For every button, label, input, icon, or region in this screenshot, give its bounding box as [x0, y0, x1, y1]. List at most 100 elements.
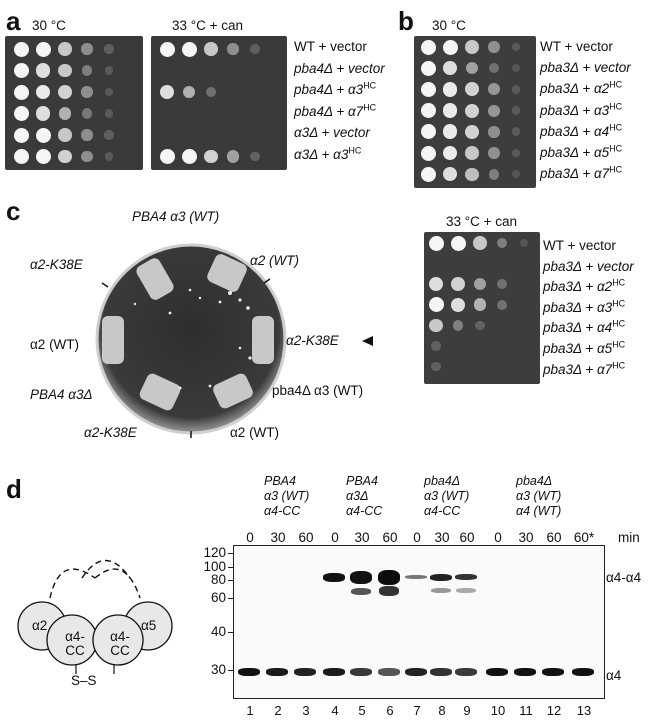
lane-number: 12 — [546, 703, 562, 718]
row-label: WT + vector — [543, 238, 616, 253]
colony-spot — [431, 362, 441, 372]
time-unit: min — [618, 530, 640, 545]
colony-spot — [465, 82, 479, 97]
lane-number: 13 — [576, 703, 592, 718]
panel-b-plate-33c-can — [424, 232, 540, 384]
colony-spot — [511, 42, 521, 52]
colony-grid — [414, 36, 536, 188]
colony-spot — [35, 84, 51, 100]
mw-marker-label: 60 — [210, 590, 226, 605]
colony-spot — [465, 124, 479, 139]
row-label: pba3Δ + α4HC — [540, 122, 623, 139]
row-label: pba3Δ + α5HC — [540, 143, 623, 160]
monomer-band — [238, 668, 260, 676]
colony-spot — [58, 63, 72, 78]
colony-spot — [13, 63, 29, 78]
lane-number: 5 — [358, 703, 366, 718]
row-label: pba3Δ + α2HC — [543, 277, 626, 295]
row-label: WT + vector — [540, 39, 613, 54]
colony-spot — [442, 145, 458, 161]
colony-spot — [104, 109, 114, 118]
lane-number: 3 — [302, 703, 310, 718]
colony-spot — [473, 278, 487, 291]
colony-spot — [58, 85, 72, 99]
colony-spot — [428, 235, 444, 251]
monomer-band — [294, 668, 316, 676]
colony-spot — [226, 150, 240, 163]
dimer-band — [405, 575, 427, 579]
mw-tick — [228, 580, 233, 581]
colony-spot — [104, 87, 114, 97]
colony-spot — [442, 82, 458, 97]
timepoint-label: 60 — [298, 530, 314, 545]
dimer-band — [323, 572, 345, 582]
monomer-band — [378, 668, 400, 676]
colony-spot — [13, 149, 29, 164]
colony-spot — [104, 152, 114, 161]
row-label: pba3Δ + α4HC — [543, 318, 626, 336]
panel-a-plate-30c — [5, 36, 143, 170]
panel-d-label: d — [6, 474, 22, 504]
timepoint-label: 0 — [494, 530, 502, 545]
colony-grid — [5, 36, 143, 170]
colony-spot — [58, 128, 72, 142]
subunit-label-a4cc-left: α4-CC — [65, 629, 85, 658]
lane-number: 8 — [438, 703, 446, 718]
colony-spot — [511, 106, 521, 115]
timepoint-label: 30 — [354, 530, 370, 545]
row-label: pba4Δ + α7HC — [294, 102, 377, 119]
panel-b-top-condition: 30 °C — [432, 18, 466, 33]
panel-b-top-row-labels: WT + vector pba3Δ + vector pba3Δ + α2HC … — [540, 40, 631, 188]
timepoint-label: 60 — [382, 530, 398, 545]
mw-tick — [228, 632, 233, 633]
panel-c-label: c — [6, 196, 21, 226]
colony-spot — [181, 149, 197, 164]
disulfide-bond-label: S–S — [71, 673, 97, 688]
colony-spot — [13, 41, 29, 57]
colony-spot — [442, 167, 458, 182]
subunit-label-a2: α2 — [32, 618, 48, 633]
colony-spot — [204, 42, 218, 56]
colony-spot — [420, 81, 436, 97]
lane-number: 9 — [463, 703, 471, 718]
colony-spot — [159, 149, 175, 164]
petri-dish — [95, 243, 287, 438]
mw-marker-label: 80 — [210, 572, 226, 587]
panel-b-plate-30c — [414, 36, 536, 188]
colony-spot — [511, 148, 521, 158]
mw-tick — [228, 598, 233, 599]
row-label: pba3Δ + α3HC — [540, 101, 623, 118]
lane-number: 4 — [331, 703, 339, 718]
monomer-band — [350, 668, 372, 676]
colony-grid — [151, 36, 287, 170]
colony-spot — [250, 44, 260, 54]
sector-label-top: PBA4 α3 (WT) — [132, 209, 220, 224]
colony-spot — [104, 130, 114, 140]
colony-spot — [450, 235, 466, 251]
colony-spot — [519, 238, 529, 248]
colony-spot — [511, 170, 521, 179]
timepoint-label: 60* — [573, 530, 595, 545]
colony-spot — [205, 86, 217, 98]
colony-spot — [250, 151, 260, 162]
timepoint-label: 30 — [518, 530, 534, 545]
monomer-band — [323, 668, 345, 676]
sector-label-mid-right: α2-K38E — [286, 333, 339, 348]
western-blot — [233, 545, 605, 699]
dimer-band — [430, 573, 452, 581]
dimer-band — [456, 587, 476, 593]
band-label-monomer: α4 — [606, 668, 622, 683]
colony-spot — [488, 126, 500, 138]
sector-label-bottom-left: α2-K38E — [84, 425, 137, 440]
colony-spot — [13, 106, 29, 121]
row-label: α3Δ + vector — [294, 125, 370, 140]
colony-spot — [420, 103, 436, 119]
row-label: pba3Δ + α3HC — [543, 298, 626, 315]
colony-spot — [511, 85, 521, 94]
colony-spot — [452, 320, 464, 331]
colony-spot — [81, 108, 93, 119]
row-label: pba3Δ + vector — [540, 60, 631, 76]
